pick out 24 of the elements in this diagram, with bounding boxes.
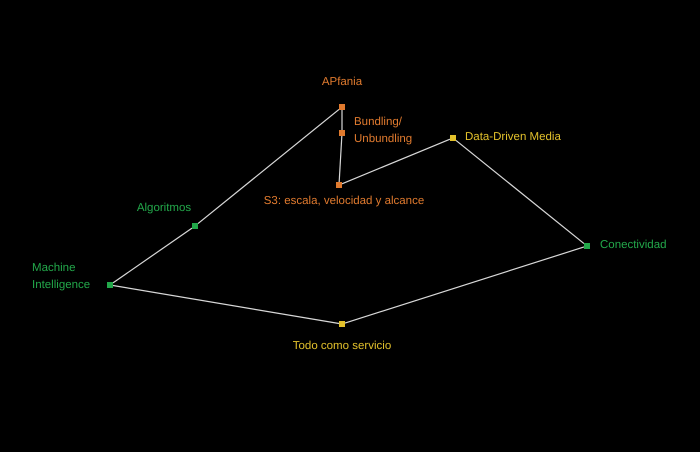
connector-line xyxy=(338,136,342,182)
node-marker xyxy=(584,243,590,249)
node-marker xyxy=(339,321,345,327)
connector-line xyxy=(344,246,584,324)
connector-line xyxy=(112,284,340,324)
connector-line xyxy=(456,140,584,244)
node-label: Algoritmos xyxy=(136,201,192,216)
node-label: Data-Driven Media xyxy=(465,130,561,145)
node-label: APfania xyxy=(322,75,362,90)
node-marker xyxy=(450,135,456,141)
connector-line xyxy=(342,138,450,184)
node-label: Bundling/ Unbundling xyxy=(354,115,414,147)
node-label: Conectividad xyxy=(600,238,666,253)
connector-line xyxy=(341,110,343,130)
connector-line xyxy=(112,228,192,284)
node-marker xyxy=(339,130,345,136)
node-marker xyxy=(107,282,113,288)
node-label: Machine Intelligence xyxy=(32,261,92,293)
node-marker xyxy=(339,104,345,110)
connector-line xyxy=(198,108,340,224)
node-label: S3: escala, velocidad y alcance xyxy=(264,194,424,209)
node-marker xyxy=(336,182,342,188)
node-marker xyxy=(192,223,198,229)
node-label: Todo como servicio xyxy=(292,339,392,354)
